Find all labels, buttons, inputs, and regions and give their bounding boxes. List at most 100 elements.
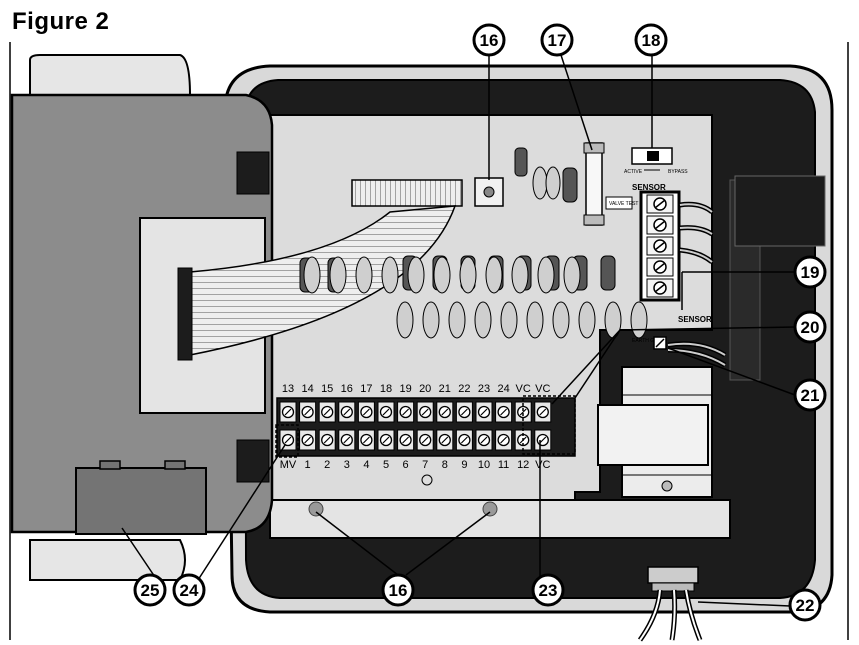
screw-slot-line [654,241,666,251]
terminal-label-top: 14 [301,383,313,395]
valve-test-tag: VALVE TEST [609,201,638,207]
capacitor [396,301,414,339]
screw-slot-line [654,199,666,209]
terminal-label-top: 18 [380,383,392,395]
screw-slot-line [654,220,666,230]
capacitor [500,301,518,339]
callout-circle [634,23,668,57]
screw-slot-line [539,408,547,416]
callout-circle [793,378,827,412]
screw-slot-line [284,408,292,416]
terminal-label-top: 21 [439,383,451,395]
screw-slot-line [539,436,547,444]
terminal-label-bottom: MV [280,459,297,471]
screw-slot-line [460,408,468,416]
callout-circle [793,255,827,289]
terminal-label-top: 19 [399,383,411,395]
callout-number: 16 [480,31,499,50]
terminal-label-bottom: 2 [324,459,330,471]
terminal-label-top: VC [535,383,550,395]
callout-circle [381,573,415,607]
switch-bypass-label: BYPASS [668,169,688,175]
capacitor [552,301,570,339]
terminal-label-top: 22 [458,383,470,395]
screw-slot-line [654,262,666,272]
terminal-label-bottom: 5 [383,459,389,471]
terminal-label-top: 16 [341,383,353,395]
screw-slot-line [323,436,331,444]
mount-hole [482,501,498,517]
terminal-label-top: 20 [419,383,431,395]
capacitor [422,301,440,339]
terminal-label-bottom: 11 [498,459,509,471]
wire-conduit [637,566,703,642]
capacitor [630,301,648,339]
capacitor [407,256,425,294]
screw-slot-line [343,408,351,416]
screw-slot-line [343,436,351,444]
capacitor [329,256,347,294]
screw-slot-line [323,408,331,416]
callout-circle [540,23,574,57]
screw-slot-line [362,436,370,444]
screw-slot-line [480,436,488,444]
capacitor [578,301,596,339]
sensor-terminal-block: VALVE TEST SENSOR [605,190,714,324]
sensor-label-bottom: SENSOR [678,315,712,324]
callout-number: 23 [539,581,558,600]
callout-number: 16 [389,581,408,600]
screw-slot-line [460,436,468,444]
sensor-switch: ACTIVE BYPASS SENSOR [624,147,688,192]
capacitor [526,301,544,339]
earth-label: EARTH GND [632,338,662,344]
resistor [600,255,616,291]
component-rows [303,255,648,339]
screw-slot-line [382,436,390,444]
terminal-label-bottom: 9 [461,459,467,471]
capacitor [433,256,451,294]
terminal-label-bottom: 12 [517,459,529,471]
ribbon-cable [177,179,463,361]
callout-number: 24 [180,581,199,600]
capacitor [563,256,581,294]
terminal-label-bottom: 10 [478,459,490,471]
figure-title: Figure 2 [12,8,110,35]
terminal-label-bottom: 8 [442,459,448,471]
terminal-label-bottom: 3 [344,459,350,471]
terminal-label-bottom: 6 [403,459,409,471]
callout-circle [472,23,506,57]
capacitor [511,256,529,294]
fuse [583,142,605,226]
capacitor [474,301,492,339]
callout-number: 21 [801,386,820,405]
callout-number: 18 [642,31,661,50]
screw-slot-line [402,408,410,416]
screw-slot-line [441,408,449,416]
screw-slot-line [284,436,292,444]
terminal-label-top: 15 [321,383,333,395]
terminal-label-top: VC [516,383,531,395]
terminal-label-bottom: 7 [422,459,428,471]
screw-slot-line [480,408,488,416]
callout-number: 25 [141,581,160,600]
terminal-label-top: 23 [478,383,490,395]
callout-circle [133,573,167,607]
screw-slot-line [654,283,666,293]
screw-slot-line [362,408,370,416]
screw-slot-line [304,408,312,416]
callout-circle [531,573,565,607]
base-strip [269,499,731,539]
screw-slot-line [441,436,449,444]
callout-number: 17 [548,31,567,50]
terminal-label-bottom: VC [535,459,550,471]
mount-hole [308,501,324,517]
screw-slot-line [402,436,410,444]
screw-slot-line [519,408,527,416]
capacitor [355,256,373,294]
capacitor [537,256,555,294]
callout-number: 19 [801,263,820,282]
sensor-label-top: SENSOR [632,183,666,192]
callout-circle [172,573,206,607]
terminal-label-bottom: 1 [305,459,311,471]
